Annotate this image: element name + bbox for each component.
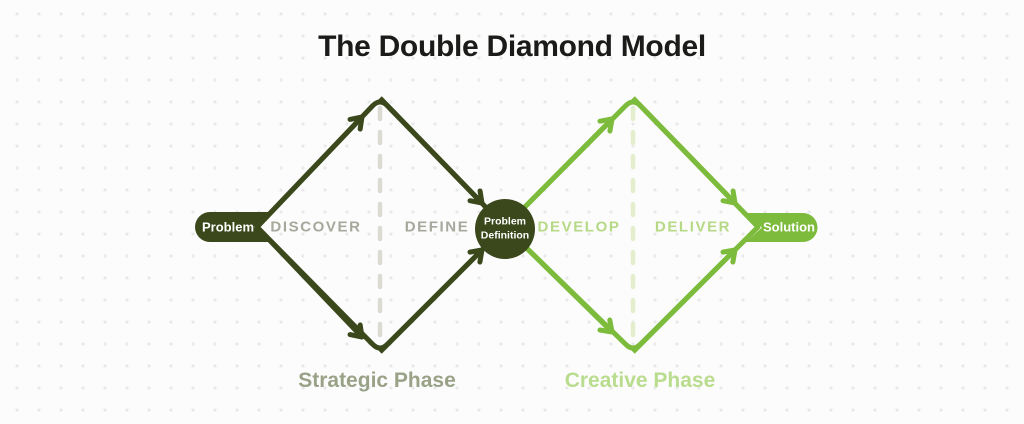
- stage-deliver-label: DELIVER: [654, 218, 732, 236]
- solution-pill: [746, 213, 818, 242]
- problem-definition-line2: Definition: [480, 229, 530, 241]
- left-converge-top-arrow-icon: [378, 96, 485, 206]
- solution-node-label: Solution: [763, 219, 815, 235]
- problem-pill: [195, 212, 270, 242]
- stage-define-label: DEFINE: [404, 218, 470, 236]
- strategic-phase-label: Strategic Phase: [298, 369, 456, 392]
- stage-develop-label: DEVELOP: [537, 218, 621, 236]
- left-diverge-top-arrow-icon: [255, 114, 365, 229]
- stage-discover-label: DISCOVER: [270, 218, 362, 236]
- page-title: The Double Diamond Model: [318, 30, 706, 63]
- problem-node-label: Problem: [201, 219, 255, 235]
- right-diamond-outline: [502, 99, 761, 351]
- left-diamond-arrows: [255, 96, 485, 354]
- left-converge-bottom-arrow-icon: [378, 247, 485, 354]
- problem-definition-node-label: Problem Definition: [481, 215, 529, 242]
- problem-definition-line1: Problem: [483, 215, 527, 228]
- creative-phase-label: Creative Phase: [564, 369, 716, 392]
- right-converge-top-arrow-icon: [631, 96, 738, 206]
- left-diverge-bottom-arrow-icon: [255, 225, 365, 340]
- right-converge-bottom-arrow-icon: [631, 247, 738, 354]
- problem-definition-circle: [475, 199, 535, 259]
